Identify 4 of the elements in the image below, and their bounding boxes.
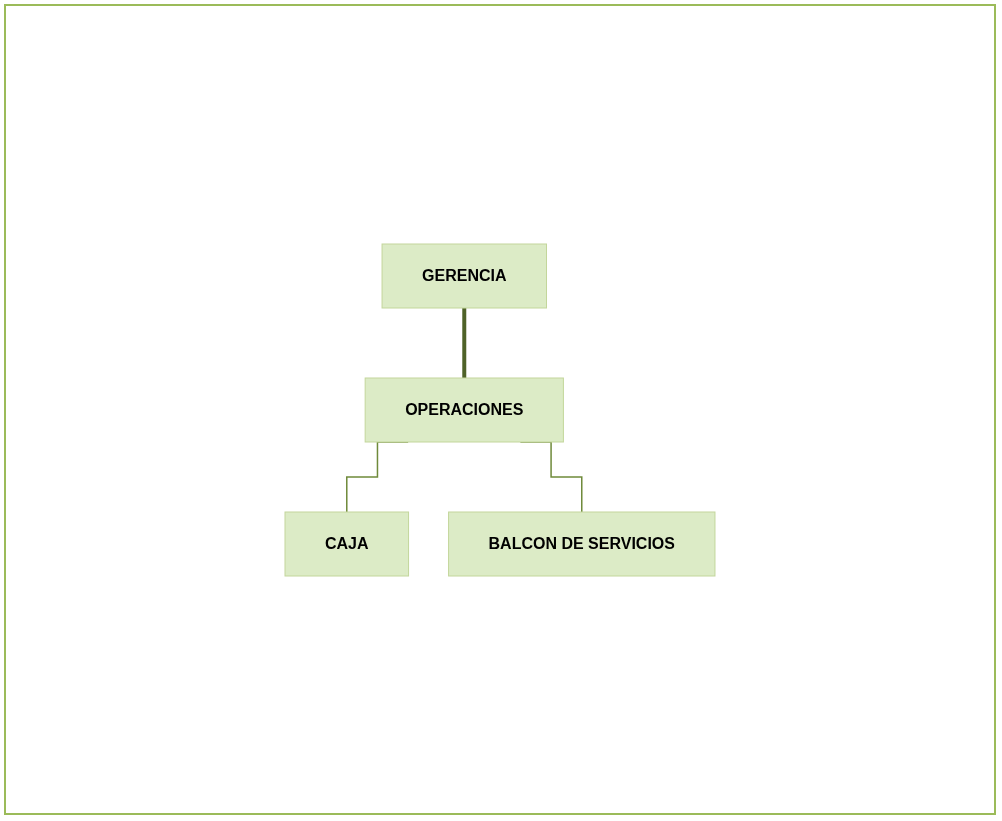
node-box: BALCON DE SERVICIOS [448, 511, 716, 576]
node-box: CAJA [284, 511, 410, 576]
node-box: OPERACIONES [364, 377, 564, 442]
node-box: GERENCIA [381, 243, 547, 308]
